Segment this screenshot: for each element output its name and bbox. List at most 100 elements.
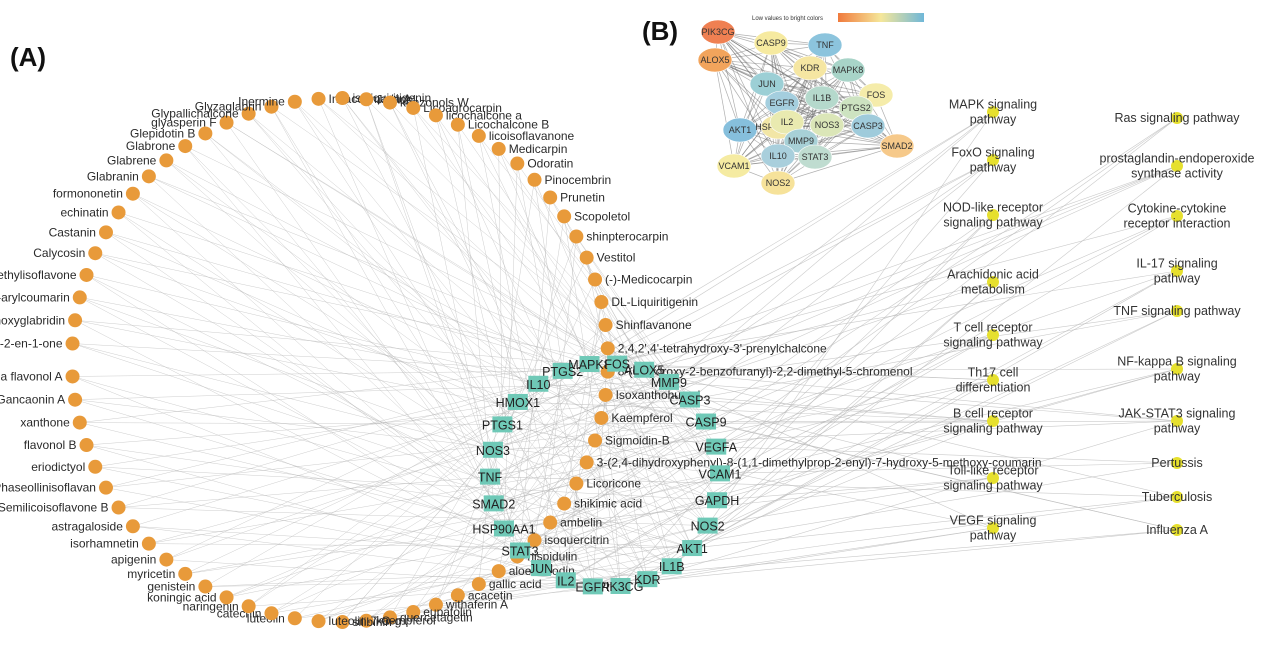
ppi-label-casp3: CASP3 (853, 121, 883, 131)
target-pathway-edge (647, 420, 1178, 580)
target-label-casp9: CASP9 (686, 416, 727, 430)
compound-node (543, 515, 558, 530)
pathway-node-prostaglandin-endoperoxide-synthase-acti (1171, 160, 1183, 172)
compound-label: flavonol B (24, 438, 77, 452)
compound-target-edge (248, 113, 648, 580)
compound-label: withaferin A (445, 598, 508, 612)
pathway-label-influenza-a: Influenza A (1146, 523, 1209, 537)
target-pathway-edge (692, 496, 1178, 549)
target-pathway-edge (617, 165, 1178, 364)
compound-node (159, 153, 174, 168)
target-pathway-edge (502, 159, 994, 425)
target-node-casp3 (679, 391, 700, 408)
compound-node (557, 496, 572, 511)
target-pathway-edge (719, 462, 1178, 474)
compound-label: Licochalcone B (468, 118, 549, 132)
compound-node (588, 433, 603, 448)
target-label-il10: IL10 (526, 378, 550, 392)
compound-target-edge (538, 383, 602, 419)
compound-label: Calycosin (33, 246, 85, 260)
compound-target-edge (248, 578, 648, 607)
ppi-node-nos2 (760, 170, 796, 196)
compound-node (72, 415, 87, 430)
compound-node (335, 91, 350, 106)
compound-target-edge (79, 297, 708, 526)
target-node-il10 (528, 375, 549, 392)
ppi-node-il1b (804, 85, 840, 111)
compound-target-edge (534, 539, 693, 549)
compound-target-edge (205, 565, 672, 587)
compound-node (79, 267, 94, 282)
compound-node (428, 108, 443, 123)
compound-target-edge (166, 160, 717, 447)
target-label-vcam1: VCAM1 (698, 467, 741, 481)
target-node-nos3 (482, 441, 503, 458)
ppi-label-mmp9: MMP9 (788, 136, 814, 146)
target-pathway-edge (671, 496, 1178, 567)
pathway-label-ras-signaling-pathway: Ras signaling pathway (1114, 111, 1240, 125)
compound-node (111, 205, 126, 220)
compound-target-edge (492, 449, 518, 557)
compound-target-edge (413, 107, 491, 477)
compound-target-edge (538, 216, 565, 384)
compound-node (111, 500, 126, 515)
target-pathway-edge (620, 527, 994, 587)
compound-target-edge (95, 252, 518, 403)
compound-target-edge (118, 212, 672, 567)
compound-label: (-)-Medicocarpin (605, 272, 692, 286)
compound-target-edge (205, 133, 491, 477)
target-label-stat3: STAT3 (502, 544, 539, 558)
compound-target-edge (95, 466, 718, 501)
ppi-node-kdr (792, 55, 828, 81)
compound-node (178, 566, 193, 581)
pathway-node-cytokine-cytokine-receptor-interaction (1171, 210, 1183, 222)
compound-label: silibinin (352, 615, 391, 629)
compound-node (359, 613, 374, 628)
pathway-node-toll-like-receptor-signaling-pathway (987, 472, 999, 484)
compound-target-edge (413, 399, 691, 613)
ppi-edge (714, 59, 735, 167)
target-pathway-edge (671, 281, 994, 567)
target-pathway-edge (644, 281, 994, 371)
compound-node (359, 92, 374, 107)
compound-target-edge (318, 98, 721, 474)
compound-target-edge (105, 421, 707, 488)
target-pathway-edge (707, 270, 1178, 526)
compound-node (491, 141, 506, 156)
ppi-label-tnf: TNF (816, 40, 834, 50)
compound-target-edge (75, 320, 717, 447)
compound-label: Inermine (238, 95, 285, 109)
ppi-node-casp3 (850, 113, 886, 139)
target-layer: PTGS2MAPK8FOSALOX5MMP9CASP3CASP9VEGFAVCA… (472, 355, 742, 595)
target-node-il1b (661, 558, 682, 575)
target-pathway-edge (668, 159, 994, 383)
compound-node (98, 480, 113, 495)
compound-target-edge (563, 363, 590, 504)
compound-target-edge (166, 370, 563, 560)
compound-node (382, 610, 397, 625)
compound-target-edge (75, 399, 721, 474)
target-node-nos2 (697, 517, 718, 534)
compound-target-edge (226, 499, 718, 598)
compound-target-edge (95, 401, 518, 468)
compound-node (569, 476, 584, 491)
compound-target-edge (118, 507, 708, 526)
target-pathway-edge (489, 165, 1178, 477)
ppi-edge (733, 42, 772, 167)
compound-target-edge (72, 370, 563, 377)
pathway-node-tnf-signaling-pathway (1171, 305, 1183, 317)
compound-target-edge (366, 99, 494, 450)
compound-target-edge (366, 528, 505, 621)
compound-target-edge (205, 580, 566, 587)
compound-label: DL-Liquiritigenin (611, 295, 698, 309)
compound-node (471, 577, 486, 592)
compound-node (471, 128, 486, 143)
compound-target-edge (586, 257, 648, 580)
target-pathway-edge (689, 310, 1178, 400)
target-pathway-edge (716, 368, 1178, 501)
compound-target-edge (86, 444, 566, 581)
target-pathway-edge (562, 370, 994, 479)
compound-node (579, 455, 594, 470)
